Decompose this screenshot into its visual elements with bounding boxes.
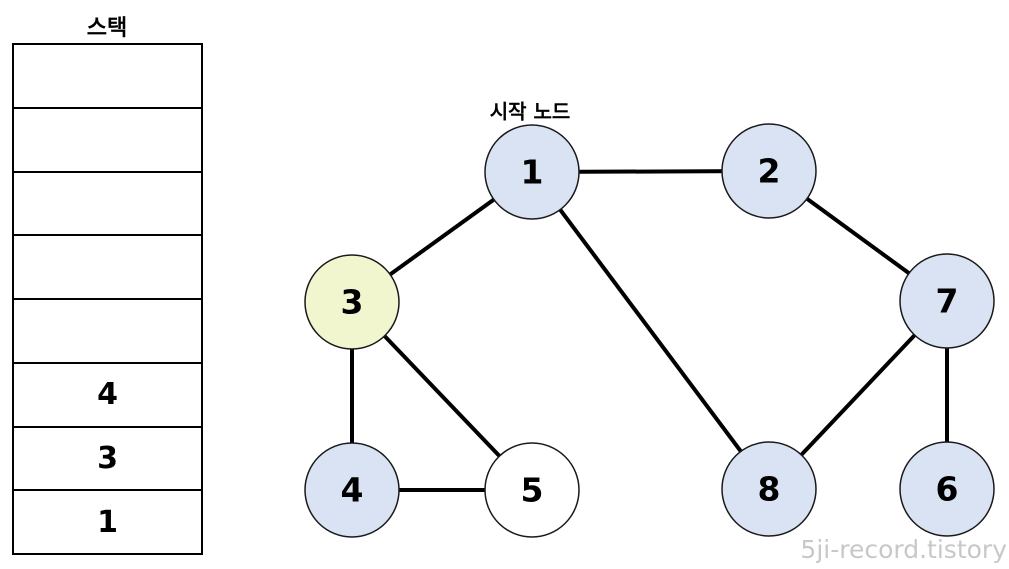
stack-cell bbox=[14, 298, 201, 362]
stack-cell bbox=[14, 106, 201, 171]
graph-node-7 bbox=[899, 253, 995, 349]
graph-node-8 bbox=[721, 441, 817, 537]
graph-node-label-6: 6 bbox=[936, 470, 959, 509]
stack-box: 4 3 1 bbox=[12, 43, 203, 555]
graph-node-label-7: 7 bbox=[936, 282, 959, 321]
graph-node-label-3: 3 bbox=[341, 283, 364, 322]
graph-node-4 bbox=[304, 442, 400, 538]
stack-title: 스택 bbox=[86, 16, 128, 41]
graph-node-3 bbox=[304, 254, 400, 350]
graph-node-label-8: 8 bbox=[758, 470, 781, 509]
graph-edge-1-8 bbox=[530, 170, 771, 491]
watermark: 5ji-record.tistory bbox=[800, 535, 1007, 564]
graph-node-2 bbox=[721, 123, 817, 219]
graph-node-label-2: 2 bbox=[758, 152, 781, 191]
graph-node-label-1: 1 bbox=[521, 153, 544, 192]
graph-node-6 bbox=[899, 441, 995, 537]
graph-node-5 bbox=[484, 442, 580, 538]
stack-cell: 4 bbox=[14, 361, 201, 426]
graph-node-label-5: 5 bbox=[521, 471, 544, 510]
stack-cell: 1 bbox=[14, 489, 201, 553]
graph-node-1 bbox=[484, 124, 580, 220]
stack-cell bbox=[14, 170, 201, 235]
stack-cell: 3 bbox=[14, 425, 201, 490]
graph-node-label-4: 4 bbox=[341, 471, 364, 510]
stack-cell bbox=[14, 234, 201, 298]
start-node-label: 시작 노드 bbox=[489, 99, 571, 124]
